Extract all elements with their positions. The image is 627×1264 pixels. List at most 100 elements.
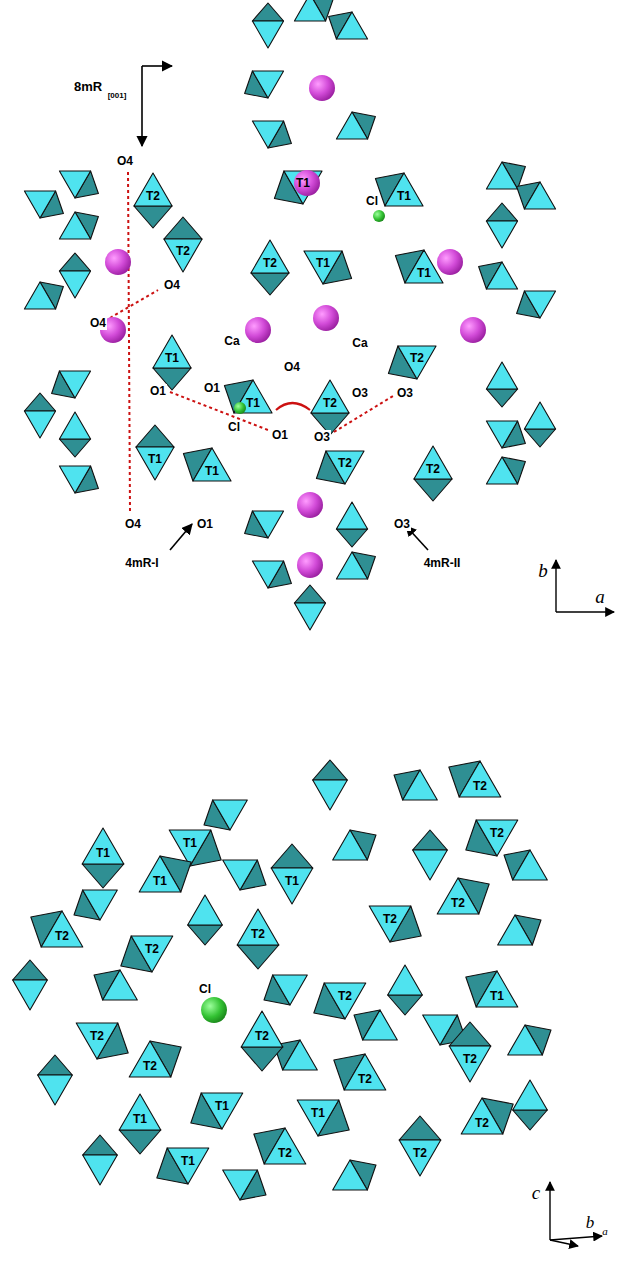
site-label: T2 — [473, 779, 487, 793]
tetrahedron-face — [82, 828, 124, 864]
site-label: T1 — [183, 836, 197, 850]
tetrahedron-face — [251, 240, 289, 273]
tetrahedron-face — [188, 895, 223, 925]
tetrahedron — [82, 828, 124, 888]
tetrahedron-face — [449, 1046, 491, 1082]
tetrahedron — [134, 173, 172, 228]
site-label: T2 — [413, 1146, 427, 1160]
tetrahedron — [414, 446, 452, 501]
tetrahedron — [334, 1054, 386, 1090]
tetrahedron-face — [414, 446, 452, 479]
label-anchor: 4mR-II — [423, 554, 462, 570]
tetrahedron — [74, 890, 117, 920]
tetrahedron — [375, 173, 423, 206]
site-label: T2 — [426, 462, 440, 476]
tetrahedron-face — [486, 162, 517, 189]
site-label: T2 — [263, 256, 277, 270]
tetrahedron-face — [153, 335, 191, 368]
tetrahedron — [121, 936, 173, 972]
tetrahedron — [388, 965, 423, 1015]
tetrahedron — [399, 1116, 441, 1176]
tetrahedron — [486, 162, 525, 189]
chlorine-atom — [373, 210, 385, 222]
tetrahedron-face — [13, 960, 48, 980]
tetrahedron-face — [423, 1015, 458, 1045]
site-label: T2 — [143, 1059, 157, 1073]
tetrahedron-face — [313, 780, 348, 810]
axis-arrow — [549, 1182, 550, 1240]
tetrahedron — [336, 502, 367, 547]
tetrahedron — [153, 335, 191, 390]
tetrahedron — [486, 362, 517, 407]
tetrahedron-face — [294, 585, 325, 603]
tetrahedron-face — [385, 173, 423, 206]
tetrahedron — [164, 217, 202, 272]
site-label: T1 — [285, 874, 299, 888]
tetrahedron-face — [476, 820, 518, 856]
tetrahedron-face — [59, 371, 90, 398]
label-anchor: T2 — [358, 1070, 372, 1086]
dashed-line — [128, 172, 130, 512]
label-anchor: T2 — [323, 394, 337, 410]
tetrahedron-face — [449, 1022, 491, 1046]
atom-label: O1 — [196, 517, 214, 531]
label-anchor: O4 — [283, 358, 301, 374]
axis-label: b — [538, 560, 548, 581]
tetrahedron-face — [59, 212, 90, 239]
dashed-line — [334, 396, 393, 432]
axis-arrow — [550, 1240, 578, 1246]
label-anchor: T1 — [215, 1097, 229, 1113]
tetrahedron — [508, 1025, 551, 1055]
axis-arrow — [555, 560, 556, 612]
tetrahedron-face — [103, 970, 138, 1000]
tetrahedron — [329, 12, 368, 39]
pointer-arrow — [141, 66, 143, 146]
tetrahedron-face — [486, 362, 517, 389]
calcium-atom — [437, 249, 463, 275]
tetrahedron-face — [363, 1010, 398, 1040]
label-anchor: T2 — [55, 927, 69, 943]
atom-label: O1 — [203, 381, 221, 395]
site-label: T2 — [55, 929, 69, 943]
pointer-arrow — [142, 65, 172, 67]
tetrahedron-face — [252, 121, 283, 148]
atom-label: O4 — [163, 278, 181, 292]
tetrahedron — [504, 850, 547, 880]
tetrahedron-face — [38, 1075, 73, 1105]
label-anchor: T1 — [148, 450, 162, 466]
chlorine-atom — [201, 997, 227, 1023]
tetrahedron — [31, 911, 83, 947]
tetrahedron — [271, 844, 313, 904]
label-anchor: O1 — [196, 515, 214, 531]
site-label: T1 — [153, 874, 167, 888]
label-anchor: O3 — [393, 515, 411, 531]
label-anchor: T2 — [176, 242, 190, 258]
atom-label: O3 — [351, 386, 369, 400]
tetrahedron-face — [284, 171, 322, 204]
tetrahedron-face — [333, 1160, 368, 1190]
tetrahedron-face — [129, 1041, 171, 1077]
tetrahedron-face — [201, 1093, 243, 1129]
tetrahedron — [254, 1128, 306, 1164]
tetrahedron-face — [336, 529, 367, 547]
tetrahedron — [274, 171, 322, 204]
tetrahedron — [59, 466, 98, 493]
tetrahedron — [24, 393, 55, 438]
tetrahedron-face — [524, 182, 555, 209]
tetrahedron — [313, 760, 348, 810]
tetrahedron-face — [498, 915, 533, 945]
tetrahedron — [449, 761, 501, 797]
label-anchor: T1 — [96, 844, 110, 860]
tetrahedron — [204, 800, 247, 830]
tetrahedron-face — [271, 868, 313, 904]
tetrahedron-face — [59, 439, 90, 457]
tetrahedron — [304, 251, 352, 284]
label-anchor: O4 — [124, 515, 142, 531]
label-anchor: a — [595, 587, 605, 606]
atom-label: O3 — [313, 430, 331, 444]
tetrahedron-face — [164, 239, 202, 272]
site-label: T1 — [417, 266, 431, 280]
site-label: T2 — [338, 989, 352, 1003]
tetrahedron-face — [388, 965, 423, 995]
